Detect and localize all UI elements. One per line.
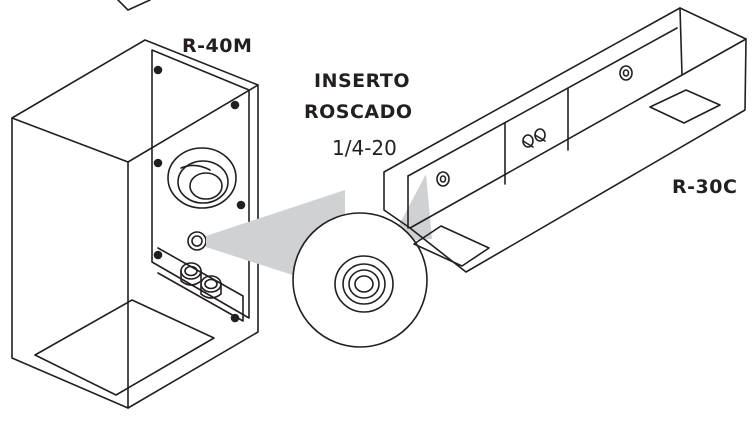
- screw-icon: [236, 200, 246, 210]
- magnified-insert-circle: [292, 212, 428, 348]
- r30c-speaker: [383, 7, 747, 273]
- threaded-insert-icon: [187, 231, 207, 251]
- r40m-model-label: R-40M: [182, 35, 253, 57]
- r40m-back-panel: [151, 49, 250, 319]
- partial-object-top-left: [117, 0, 151, 11]
- screw-icon: [230, 313, 240, 323]
- threaded-insert-icon: [619, 65, 633, 81]
- insert-title-line2: ROSCADO: [304, 101, 413, 123]
- insert-callout: [206, 174, 432, 348]
- r40m-bottom-edge: [127, 84, 259, 409]
- r30c-recess: [413, 225, 490, 267]
- thread-size-label: 1/4-20: [332, 136, 397, 160]
- binding-post-icon: [522, 128, 546, 148]
- r40m-side-face: [11, 117, 129, 409]
- r30c-top-face: [409, 7, 747, 273]
- screw-icon: [230, 100, 240, 110]
- binding-post-icon: [180, 262, 202, 286]
- screw-icon: [153, 250, 163, 260]
- r30c-recess: [649, 89, 721, 124]
- insert-title-line1: INSERTO: [314, 70, 411, 92]
- binding-post-icon: [200, 275, 222, 299]
- r30c-back-face: [383, 7, 683, 229]
- callout-beam: [390, 174, 432, 242]
- screw-icon: [153, 65, 163, 75]
- bass-port-icon: [167, 147, 237, 209]
- magnified-insert-icon: [334, 255, 394, 313]
- r30c-inner-panel: [407, 27, 678, 177]
- screw-icon: [153, 158, 163, 168]
- r40m-top-face: [11, 39, 259, 163]
- r30c-bottom-edge: [681, 38, 747, 76]
- r40m-speaker: [11, 39, 259, 409]
- threaded-insert-icon: [436, 171, 450, 187]
- r40m-top-recess: [34, 299, 215, 396]
- r30c-model-label: R-30C: [672, 176, 738, 198]
